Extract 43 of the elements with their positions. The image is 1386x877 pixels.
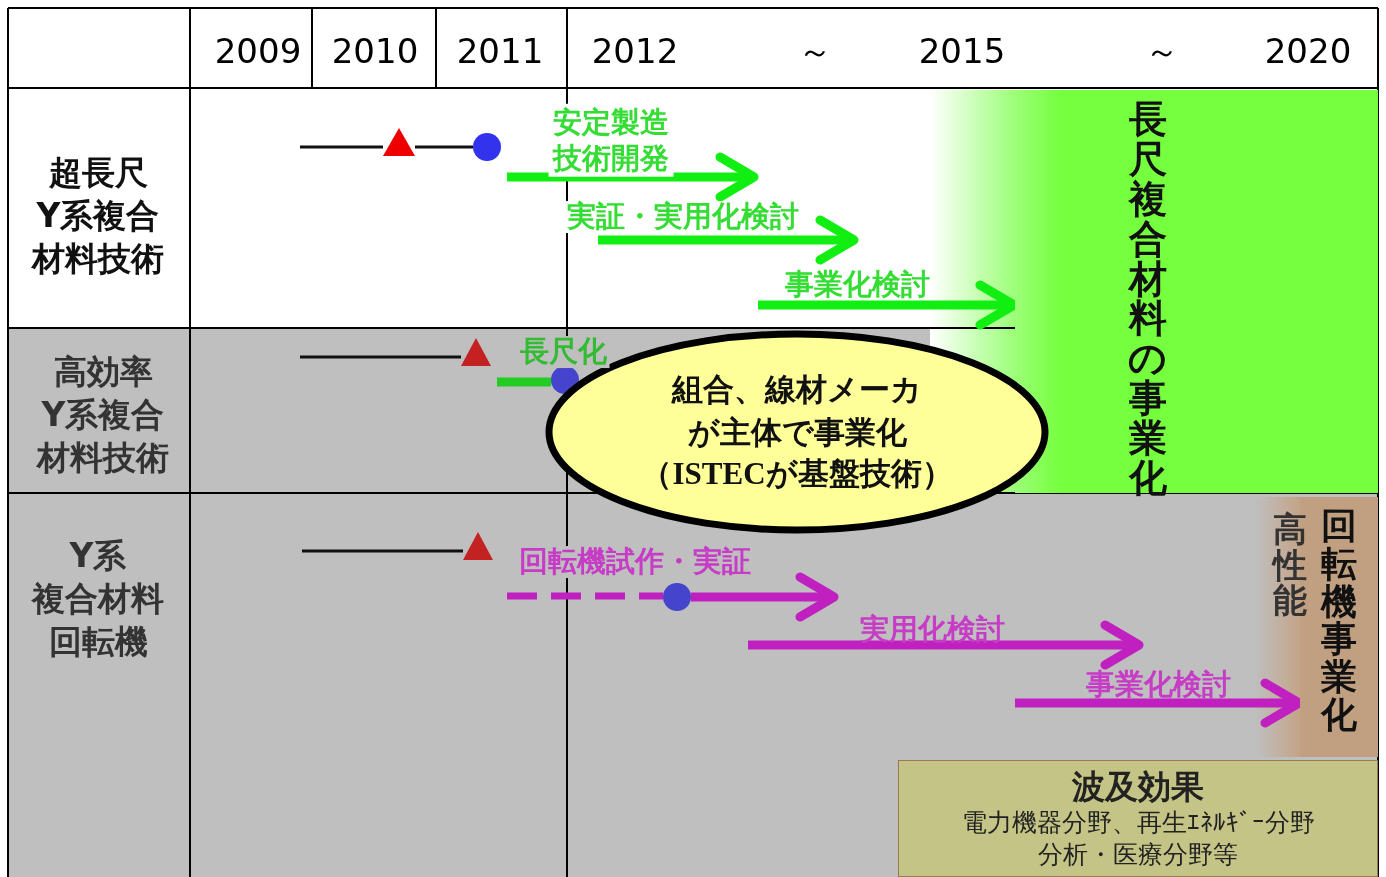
task-label: 実用化検討 xyxy=(859,614,1005,646)
row-heading: Y系複合 xyxy=(41,396,165,434)
year-label: 2012 xyxy=(591,33,679,71)
year-label: 2020 xyxy=(1264,33,1352,71)
vertical-label: 高性能 xyxy=(1272,512,1308,620)
connector-line xyxy=(497,377,551,387)
triangle-marker xyxy=(463,532,493,560)
box-text: 分析・医療分野等 xyxy=(1038,839,1238,872)
effect-box xyxy=(898,760,1378,877)
row-heading: 複合材料 xyxy=(32,580,164,618)
connector-line xyxy=(302,549,463,553)
connector-line xyxy=(415,145,473,149)
row-heading: 超長尺 xyxy=(48,154,148,192)
circle-marker xyxy=(663,583,691,611)
circle-marker xyxy=(473,133,501,161)
year-label: 2011 xyxy=(456,33,544,71)
connector-line xyxy=(300,145,383,149)
ellipse-text: が主体で事業化 xyxy=(687,412,907,452)
connector-line xyxy=(300,355,461,359)
box-heading: 波及効果 xyxy=(1072,765,1204,808)
ellipse-text: （ISTECが基盤技術） xyxy=(641,455,953,494)
ellipse-text: 組合、線材メーカ xyxy=(672,369,922,409)
triangle-marker xyxy=(383,128,415,156)
edge-label: 事業化検討 xyxy=(784,269,930,301)
row-heading: 材料技術 xyxy=(37,439,169,477)
row-heading: Y系 xyxy=(69,537,127,575)
range-sign: ～ xyxy=(1145,33,1179,71)
row-heading: 高効率 xyxy=(53,353,153,391)
band-text: 長尺複合材料の事業化 xyxy=(1128,100,1168,499)
band-text: 回転機事業化 xyxy=(1320,507,1358,734)
year-label: 2009 xyxy=(214,33,302,71)
arrow xyxy=(691,572,839,622)
task-label: 実証・実用化検討 xyxy=(564,201,802,233)
task-label: 安定製造技術開発 xyxy=(548,103,674,177)
edge-label: 事業化検討 xyxy=(1085,669,1231,701)
triangle-marker xyxy=(461,338,491,366)
range-sign: ～ xyxy=(798,33,832,71)
row-heading: 回転機 xyxy=(48,623,148,661)
box-text: 電力機器分野、再生ｴﾈﾙｷﾞｰ分野 xyxy=(961,807,1315,840)
row-heading: Y系複合 xyxy=(36,197,160,235)
row-heading: 材料技術 xyxy=(32,240,164,278)
year-label: 2015 xyxy=(918,33,1006,71)
year-label: 2010 xyxy=(331,33,419,71)
